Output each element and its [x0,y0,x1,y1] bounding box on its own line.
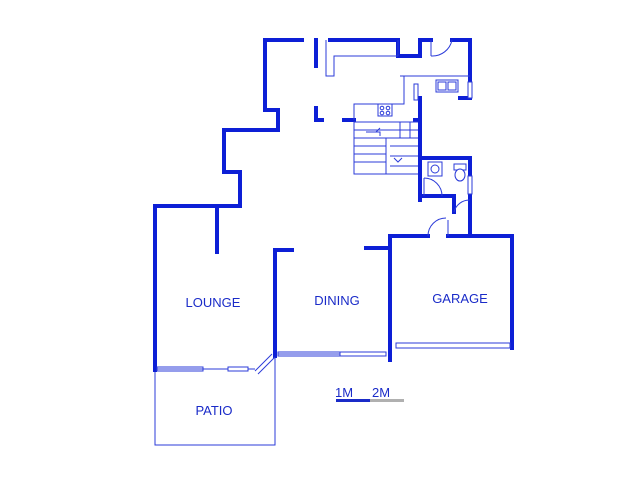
room-label-patio: PATIO [195,403,232,418]
garage-walls [388,194,514,362]
bathroom-door [423,177,443,197]
room-label-garage: GARAGE [432,291,488,306]
lounge-walls [153,128,280,372]
stove-icon [377,103,393,117]
kitchen-door [430,39,453,57]
toilet-icon [453,163,467,182]
room-label-lounge: LOUNGE [186,295,241,310]
bathroom-walls [418,118,472,202]
sink-icon [435,79,459,93]
room-label-dining: DINING [314,293,360,308]
scale-segment-2 [370,399,404,402]
garage-door [395,342,511,349]
kitchen-windows [413,81,473,101]
scale-segment-1 [336,399,370,402]
garage-inner-door [427,199,471,237]
basin-icon [427,161,443,177]
bathroom-window [467,175,473,195]
front-windows [156,351,387,375]
patio-outline [154,358,276,446]
scale-bar: 1M 2M [335,385,404,402]
scale-label-2m: 2M [372,385,390,400]
scale-label-1m: 1M [335,385,353,400]
staircase [353,121,421,175]
